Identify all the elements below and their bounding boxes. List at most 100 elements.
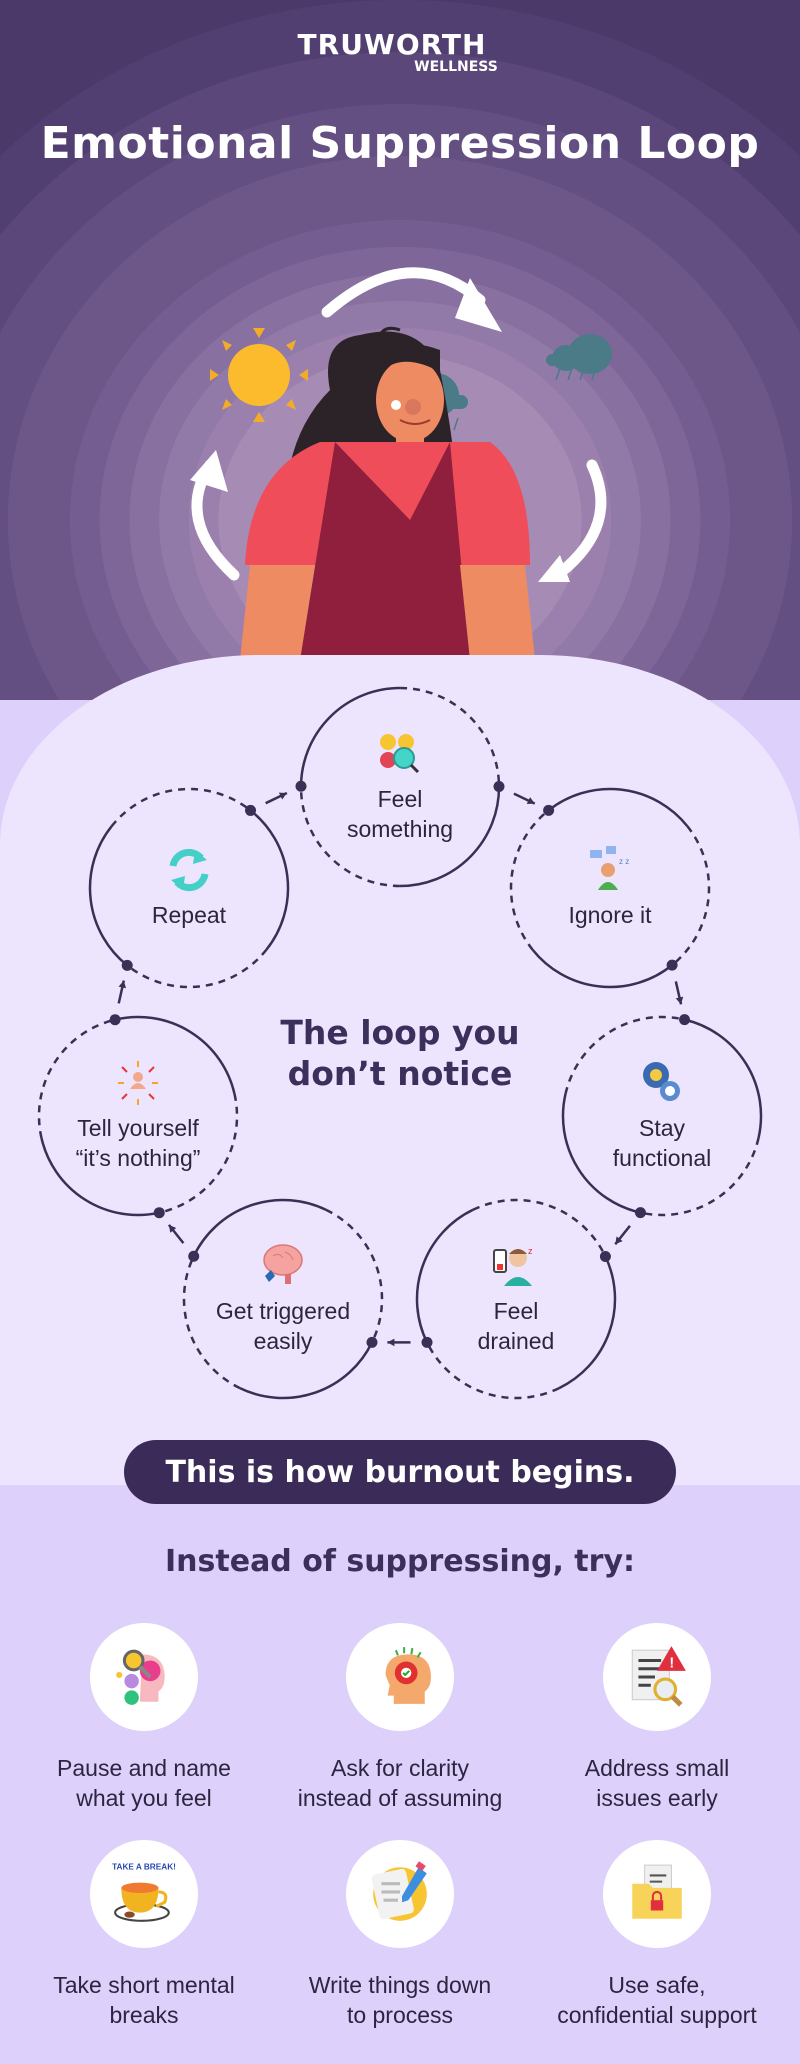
center-line-2: don’t notice — [287, 1054, 513, 1093]
loop-step-label: Tell yourself — [77, 1115, 199, 1141]
loop-step: Tell yourself“it’s nothing” — [48, 1026, 228, 1206]
tip-label: Ask for clarity — [330, 1755, 470, 1781]
loop-arc-dashed — [182, 1255, 241, 1390]
loop-arc-solid — [88, 825, 129, 967]
loop-arc-dashed — [325, 1208, 384, 1343]
locked-folder-icon — [632, 1864, 682, 1919]
loop-arc-solid — [531, 948, 673, 989]
loop-dot — [421, 1336, 433, 1348]
arrowhead-icon — [387, 1338, 395, 1347]
tip-icon-circle — [90, 1623, 198, 1731]
loop-dot — [245, 804, 257, 816]
brand-logo: TRUWORTH WELLNESS — [0, 28, 800, 75]
arrowhead-icon — [168, 1224, 177, 1233]
emotions-magnifier-icon — [380, 734, 420, 774]
tip-label: instead of assuming — [297, 1785, 503, 1811]
loop-step: Repeat — [99, 798, 279, 978]
loop-dot — [295, 780, 307, 792]
brain-trigger-icon — [263, 1244, 303, 1284]
loop-dot — [679, 1014, 691, 1026]
loop-dot — [121, 959, 133, 971]
tip-item: Pause and name what you feel — [16, 1623, 272, 1813]
loop-arc-dashed — [640, 1137, 760, 1217]
loop-arc-solid — [114, 1015, 236, 1095]
sun-icon — [210, 328, 308, 422]
loop-arc-solid — [399, 786, 501, 888]
loop-step-label: Ignore it — [568, 902, 652, 928]
tip-icon-circle — [603, 1840, 711, 1948]
brand-name: TRUWORTH — [297, 28, 487, 61]
loop-arc-solid — [239, 1341, 374, 1400]
tip-label: Address small — [584, 1755, 730, 1781]
loop-center-title: The loop you don’t notice — [250, 1012, 550, 1094]
tip-label: Write things down — [308, 1972, 492, 1998]
loop-arc-solid — [299, 686, 401, 787]
paper-pencil-icon — [371, 1861, 427, 1921]
loop-arc-dashed — [37, 1018, 116, 1139]
loop-step-label: Feel — [377, 786, 423, 812]
brand-sub: WELLNESS — [414, 59, 498, 75]
loop-dot — [188, 1250, 200, 1262]
loop-arc-solid — [558, 1255, 617, 1390]
loop-step: z z Ignore it — [520, 798, 700, 978]
loop-arc-solid — [684, 1018, 763, 1139]
svg-text:!: ! — [669, 1656, 674, 1672]
repeat-arrows-icon — [169, 848, 209, 892]
loop-arc-solid — [40, 1137, 160, 1217]
loop-step-label: drained — [477, 1328, 555, 1354]
page-title: Emotional Suppression Loop — [40, 118, 760, 169]
loop-dot — [493, 780, 505, 792]
woman-illustration — [240, 326, 535, 660]
loop-arc-dashed — [110, 787, 252, 828]
head-brain-check-icon — [385, 1647, 431, 1704]
tip-item: ! Address small issues early — [529, 1623, 785, 1813]
loop-arc-solid — [192, 1198, 327, 1257]
loop-dot — [543, 804, 555, 816]
tip-label: what you feel — [76, 1785, 212, 1811]
tip-icon-circle — [346, 1623, 454, 1731]
tip-label: confidential support — [557, 2002, 757, 2028]
tip-label: breaks — [109, 2002, 179, 2028]
loop-arc-solid — [249, 809, 290, 951]
tip-item: Ask for clarity instead of assuming — [272, 1623, 528, 1813]
head-emotions-icon — [116, 1649, 165, 1705]
svg-text:z z: z z — [619, 857, 629, 866]
loop-arc-solid — [415, 1208, 474, 1343]
arrowhead-icon — [675, 996, 684, 1005]
loop-dot — [366, 1336, 378, 1348]
loop-arc-dashed — [425, 1341, 560, 1400]
tip-icon-circle — [346, 1840, 454, 1948]
ignoring-person-icon: z z — [590, 846, 629, 890]
loop-dot — [599, 1251, 611, 1263]
tip-label: Pause and name — [57, 1755, 231, 1781]
loop-dot — [666, 959, 678, 971]
loop-arc-dashed — [126, 948, 268, 989]
center-line-1: The loop you — [280, 1013, 520, 1052]
loop-arc-dashed — [671, 825, 711, 967]
tired-person-low-battery-icon: z — [493, 1246, 533, 1286]
loop-arc-dashed — [564, 1015, 685, 1095]
loop-dot — [109, 1014, 121, 1026]
hero-illustration — [190, 267, 612, 660]
tip-label: issues early — [596, 1785, 718, 1811]
tip-icon-circle: TAKE A BREAK! — [90, 1840, 198, 1948]
loop-arc-dashed — [509, 809, 550, 951]
loop-arc-solid — [547, 787, 689, 828]
tea-cup-break-icon: TAKE A BREAK! — [112, 1862, 176, 1922]
arrowhead-icon — [118, 980, 127, 989]
loop-arc-dashed — [299, 786, 400, 888]
document-warning-icon: ! — [631, 1646, 686, 1707]
loop-step-label: Get triggered — [215, 1298, 351, 1324]
arrowhead-icon — [526, 797, 535, 805]
hero-background: TRUWORTH WELLNESS Emotional Suppression … — [0, 0, 800, 700]
loop-step-label: Feel — [493, 1298, 539, 1324]
tip-icon-circle: ! — [603, 1623, 711, 1731]
loop-diagram — [37, 686, 763, 1400]
burnout-banner: This is how burnout begins. — [124, 1440, 676, 1504]
loop-step-label: functional — [612, 1145, 712, 1171]
arrowhead-icon — [615, 1236, 623, 1245]
